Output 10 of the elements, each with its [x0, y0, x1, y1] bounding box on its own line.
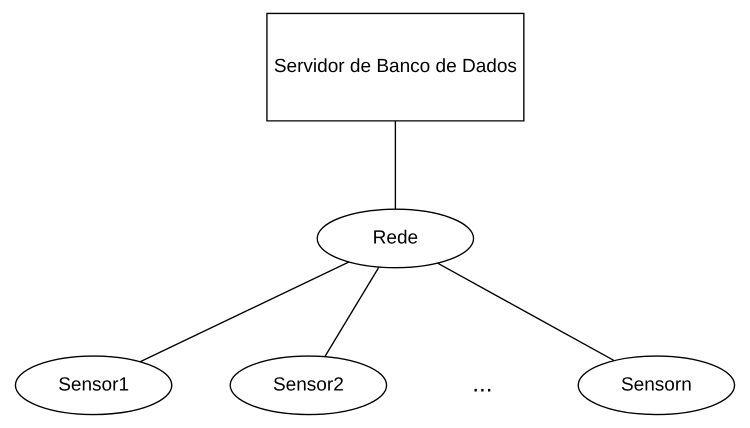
connector: [438, 262, 614, 362]
node-box: Servidor de Banco de Dados: [266, 12, 525, 122]
node-ellipse: Sensorn: [578, 355, 736, 416]
node-ellipse: Rede: [316, 208, 474, 268]
connector: [394, 120, 396, 209]
label: ...: [472, 370, 493, 398]
node-ellipse: Sensor1: [14, 355, 172, 416]
connector: [140, 261, 350, 362]
connector: [324, 267, 380, 357]
node-ellipse: Sensor2: [230, 355, 388, 416]
